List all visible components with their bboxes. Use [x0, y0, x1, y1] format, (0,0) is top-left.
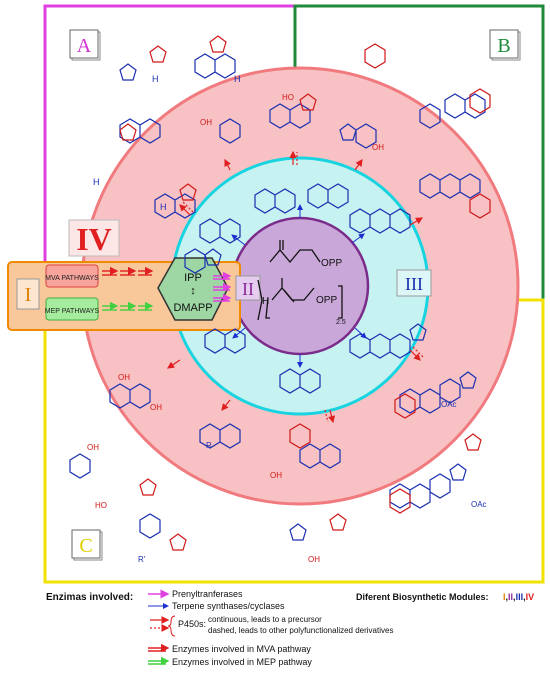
atom-label-ho-2: HO	[95, 501, 107, 510]
atom-label-oac-2: OAc	[471, 500, 487, 509]
legend-modules-list: I,II,III,IV	[503, 592, 534, 602]
atom-label-oac-1: OAc	[441, 400, 457, 409]
center-precursor-molecule	[257, 240, 343, 320]
atom-label-ho: HO	[282, 93, 294, 102]
legend-p450-label: P450s:	[178, 619, 206, 629]
center-subscript: 2.5	[336, 319, 346, 326]
legend-module-I: I	[503, 592, 506, 602]
hub-arrow: ↕	[190, 285, 196, 297]
svg-text:C: C	[79, 535, 92, 557]
quadrant-C-label: C	[71, 529, 103, 561]
ring-skeletons-middle	[184, 183, 427, 394]
legend-modules-heading: Diferent Biosynthetic Modules:	[356, 592, 489, 602]
svg-text:III: III	[405, 274, 423, 294]
atom-label-oh-2: OH	[372, 143, 384, 152]
atom-label-r-prime: R'	[138, 555, 146, 564]
atom-label-oh-3: OH	[118, 373, 130, 382]
atom-label-oh-1: OH	[200, 118, 212, 127]
legend-prenyl-text: Prenyltranferases	[172, 589, 243, 599]
atom-label-oh-7: OH	[308, 555, 320, 564]
legend-mep-text: Enzymes involved in MEP pathway	[172, 657, 312, 667]
legend-mva-text: Enzymes involved in MVA pathway	[172, 644, 311, 654]
mep-arrows	[102, 301, 154, 311]
svg-text:B: B	[497, 35, 510, 57]
mva-arrows	[102, 266, 154, 276]
prenyl-arrows	[213, 271, 232, 303]
outer-ring-molecules	[69, 53, 486, 541]
module-II-label: II	[235, 275, 261, 301]
center-opp-bottom: OPP	[316, 295, 337, 306]
legend-p450-continuous-text: continuous, leads to a precursor	[208, 615, 322, 624]
ipp-label: IPP	[184, 272, 202, 284]
center-h: H	[262, 296, 269, 307]
legend-module-IV: IV	[526, 592, 535, 602]
terpene-synthase-arrows	[231, 204, 367, 368]
svg-text:MVA PATHWAYS: MVA PATHWAYS	[45, 275, 99, 282]
ipp-dmapp-hub	[157, 257, 229, 321]
svg-text:IV: IV	[76, 221, 112, 257]
legend-p450-brace	[167, 615, 176, 637]
svg-text:A: A	[77, 35, 92, 57]
atom-label-oh-5: OH	[87, 443, 99, 452]
atom-label-h-3: H	[93, 177, 100, 187]
svg-text:I: I	[25, 284, 32, 306]
svg-text:MEP PATHWAYS: MEP PATHWAYS	[45, 308, 100, 315]
atom-label-oh-4: OH	[150, 403, 162, 412]
red-anhydride-rings	[119, 35, 491, 551]
p450-arrows	[167, 150, 424, 424]
atom-label-r: R	[206, 441, 212, 450]
legend-heading: Enzimas involved:	[46, 592, 133, 603]
quadrant-A-label: A	[69, 29, 101, 61]
legend: Enzimas involved: Prenyltranferases Terp…	[46, 589, 534, 667]
module-IV-label: IV	[68, 219, 120, 257]
mep-pathways-box: MEP PATHWAYS	[45, 297, 100, 321]
dmapp-label: DMAPP	[173, 302, 212, 314]
mva-pathways-box: MVA PATHWAYS	[45, 264, 99, 288]
atom-label-oh-6: OH	[270, 471, 282, 480]
legend-terpene-text: Terpene synthases/cyclases	[172, 601, 285, 611]
legend-p450-dashed-text: dashed, leads to other polyfunctionalize…	[208, 626, 393, 635]
center-opp-top: OPP	[321, 258, 342, 269]
quadrant-B-label: B	[489, 29, 521, 61]
atom-label-h-1: H	[152, 74, 159, 84]
atom-label-h-2: H	[234, 74, 241, 84]
svg-text:II: II	[242, 279, 254, 299]
module-I-label: I	[16, 278, 40, 310]
legend-module-III: III	[516, 592, 524, 602]
legend-module-II: II	[508, 592, 513, 602]
module-III-label: III	[396, 269, 432, 297]
atom-label-h-4: H	[160, 202, 167, 212]
